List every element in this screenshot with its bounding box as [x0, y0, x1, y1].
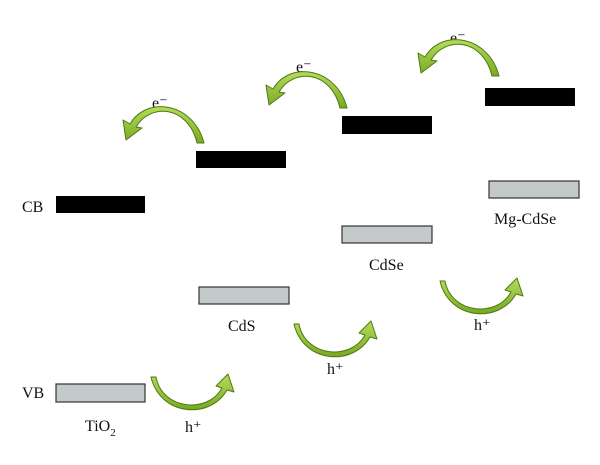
cds-conduction-band — [196, 151, 286, 168]
hole-label-1: h⁺ — [185, 419, 201, 436]
cdse-label: CdSe — [369, 257, 404, 274]
hole-label-2: h⁺ — [327, 361, 343, 378]
hole-label-3: h⁺ — [474, 317, 490, 334]
hole-transfer-arrow-icon — [293, 320, 378, 358]
electron-transfer-arrow-icon — [265, 71, 348, 109]
electron-transfer-arrow-icon — [122, 106, 205, 144]
tio2-valence-band — [55, 383, 146, 403]
mgcdse-conduction-band — [485, 88, 575, 106]
cds-valence-band — [198, 286, 290, 305]
hole-transfer-arrow-icon — [150, 373, 235, 411]
tio2-label: TiO2 — [85, 418, 116, 439]
mgcdse-label: Mg-CdSe — [494, 211, 556, 228]
cdse-valence-band — [341, 225, 433, 244]
hole-transfer-arrow-icon — [439, 277, 524, 315]
electron-transfer-arrow-icon — [417, 39, 500, 77]
mgcdse-valence-band — [488, 180, 580, 199]
vb-label: VB — [22, 385, 44, 402]
tio2-conduction-band — [56, 196, 145, 213]
cds-label: CdS — [228, 318, 256, 335]
cb-label: CB — [22, 199, 43, 216]
cdse-conduction-band — [342, 116, 432, 134]
